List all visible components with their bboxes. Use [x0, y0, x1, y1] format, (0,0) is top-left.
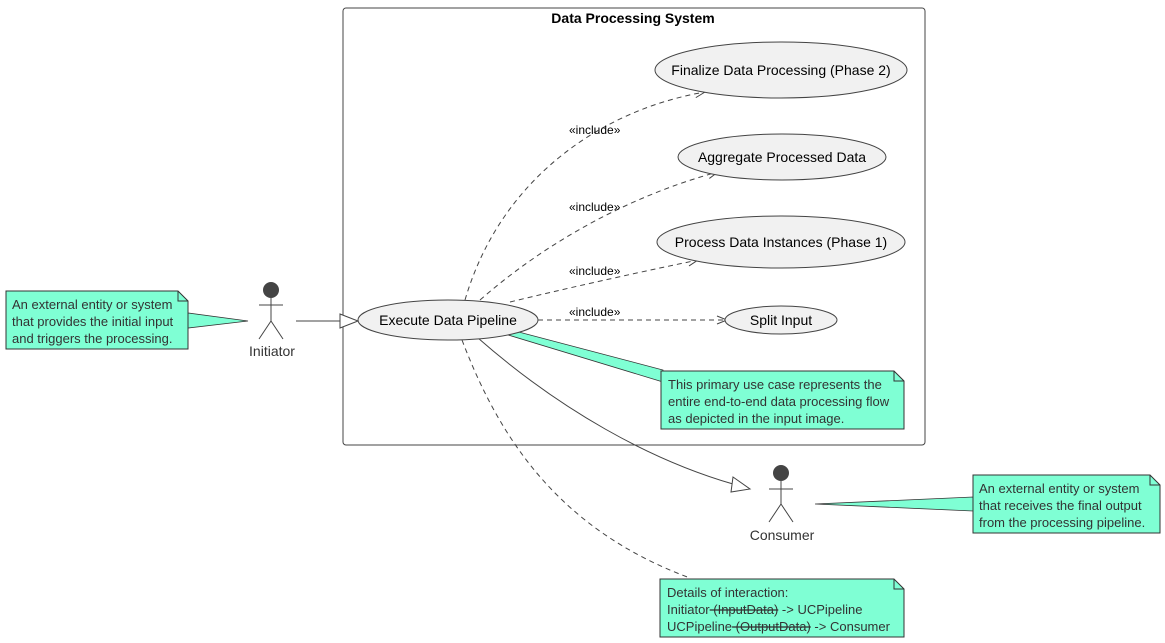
consumer-association-arrowhead [730, 476, 752, 493]
actor-head-icon [773, 465, 789, 481]
note-consumer-line-2: that receives the final output [979, 498, 1142, 513]
actor-initiator-label: Initiator [249, 343, 295, 359]
interaction-note-connector [461, 339, 691, 579]
include-label-process: «include» [569, 264, 621, 278]
note-pipeline-line-3: as depicted in the input image. [668, 411, 844, 426]
initiator-note-connector [187, 312, 249, 329]
note-pipeline-line-2: entire end-to-end data processing flow [668, 394, 890, 409]
usecase-process[interactable] [656, 215, 906, 269]
note-consumer-line-1: An external entity or system [979, 481, 1139, 496]
include-arrow-finalize [464, 92, 705, 301]
include-arrow-aggregate [479, 172, 718, 301]
usecase-process-label: Process Data Instances (Phase 1) [675, 234, 887, 250]
usecase-pipeline-label: Execute Data Pipeline [379, 312, 517, 328]
actor-consumer[interactable] [768, 465, 794, 523]
note-interaction-line-2: UCPipeline (OutputData) -> Consumer [667, 619, 891, 634]
usecase-finalize[interactable] [654, 41, 908, 99]
strikethrough-data-1: (InputData) [710, 602, 779, 617]
include-label-split: «include» [569, 305, 621, 319]
note-consumer: An external entity or system that receiv… [972, 474, 1161, 534]
strikethrough-data-2: (OutputData) [732, 619, 811, 634]
consumer-association-line [477, 337, 734, 485]
note-initiator: An external entity or system that provid… [5, 290, 189, 350]
include-arrow-process [509, 260, 698, 303]
actor-initiator[interactable] [258, 282, 284, 340]
note-interaction: Details of interaction: Initiator (Input… [659, 578, 905, 638]
note-pipeline: This primary use case represents the ent… [660, 370, 905, 430]
usecase-split[interactable] [724, 305, 838, 335]
usecase-finalize-label: Finalize Data Processing (Phase 2) [671, 62, 890, 78]
actor-head-icon [263, 282, 279, 298]
usecase-pipeline[interactable] [357, 299, 539, 341]
include-label-aggregate: «include» [569, 200, 621, 214]
actor-consumer-label: Consumer [750, 527, 815, 543]
note-interaction-line-1: Initiator (InputData) -> UCPipeline [667, 602, 863, 617]
usecase-split-label: Split Input [750, 312, 812, 328]
include-label-finalize: «include» [569, 123, 621, 137]
note-initiator-line-2: that provides the initial input [12, 314, 174, 329]
usecase-aggregate[interactable] [677, 133, 887, 181]
consumer-note-connector [814, 496, 974, 512]
usecase-aggregate-label: Aggregate Processed Data [698, 149, 866, 165]
note-pipeline-line-1: This primary use case represents the [668, 377, 882, 392]
note-interaction-title: Details of interaction: [667, 585, 788, 600]
note-consumer-line-3: from the processing pipeline. [979, 515, 1145, 530]
note-initiator-line-3: and triggers the processing. [12, 331, 172, 346]
initiator-association-arrowhead [339, 313, 360, 329]
note-initiator-line-1: An external entity or system [12, 297, 172, 312]
system-title: Data Processing System [551, 10, 714, 26]
